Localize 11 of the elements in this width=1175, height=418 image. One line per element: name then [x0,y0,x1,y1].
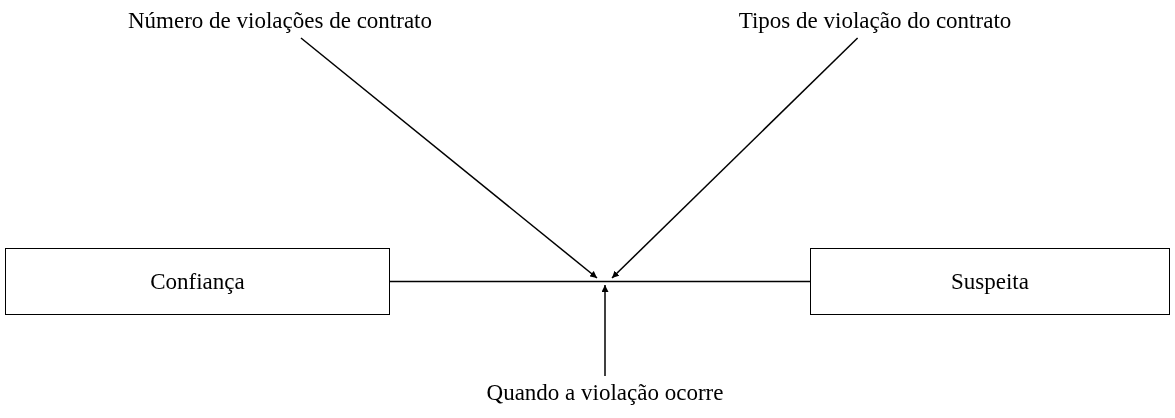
arrow [300,37,598,279]
state-name: Confiança [150,268,245,295]
arrow [601,284,609,377]
state-name: Suspeita [951,268,1029,295]
annotation-text: Quando a violação ocorre [486,380,724,406]
annotation-text: Número de violações de contrato [128,8,432,34]
connector-line [389,280,811,283]
arrow [611,37,859,279]
annotation-text: Tipos de violação do contrato [738,8,1012,34]
state-box [5,248,390,315]
state-box [810,248,1170,315]
